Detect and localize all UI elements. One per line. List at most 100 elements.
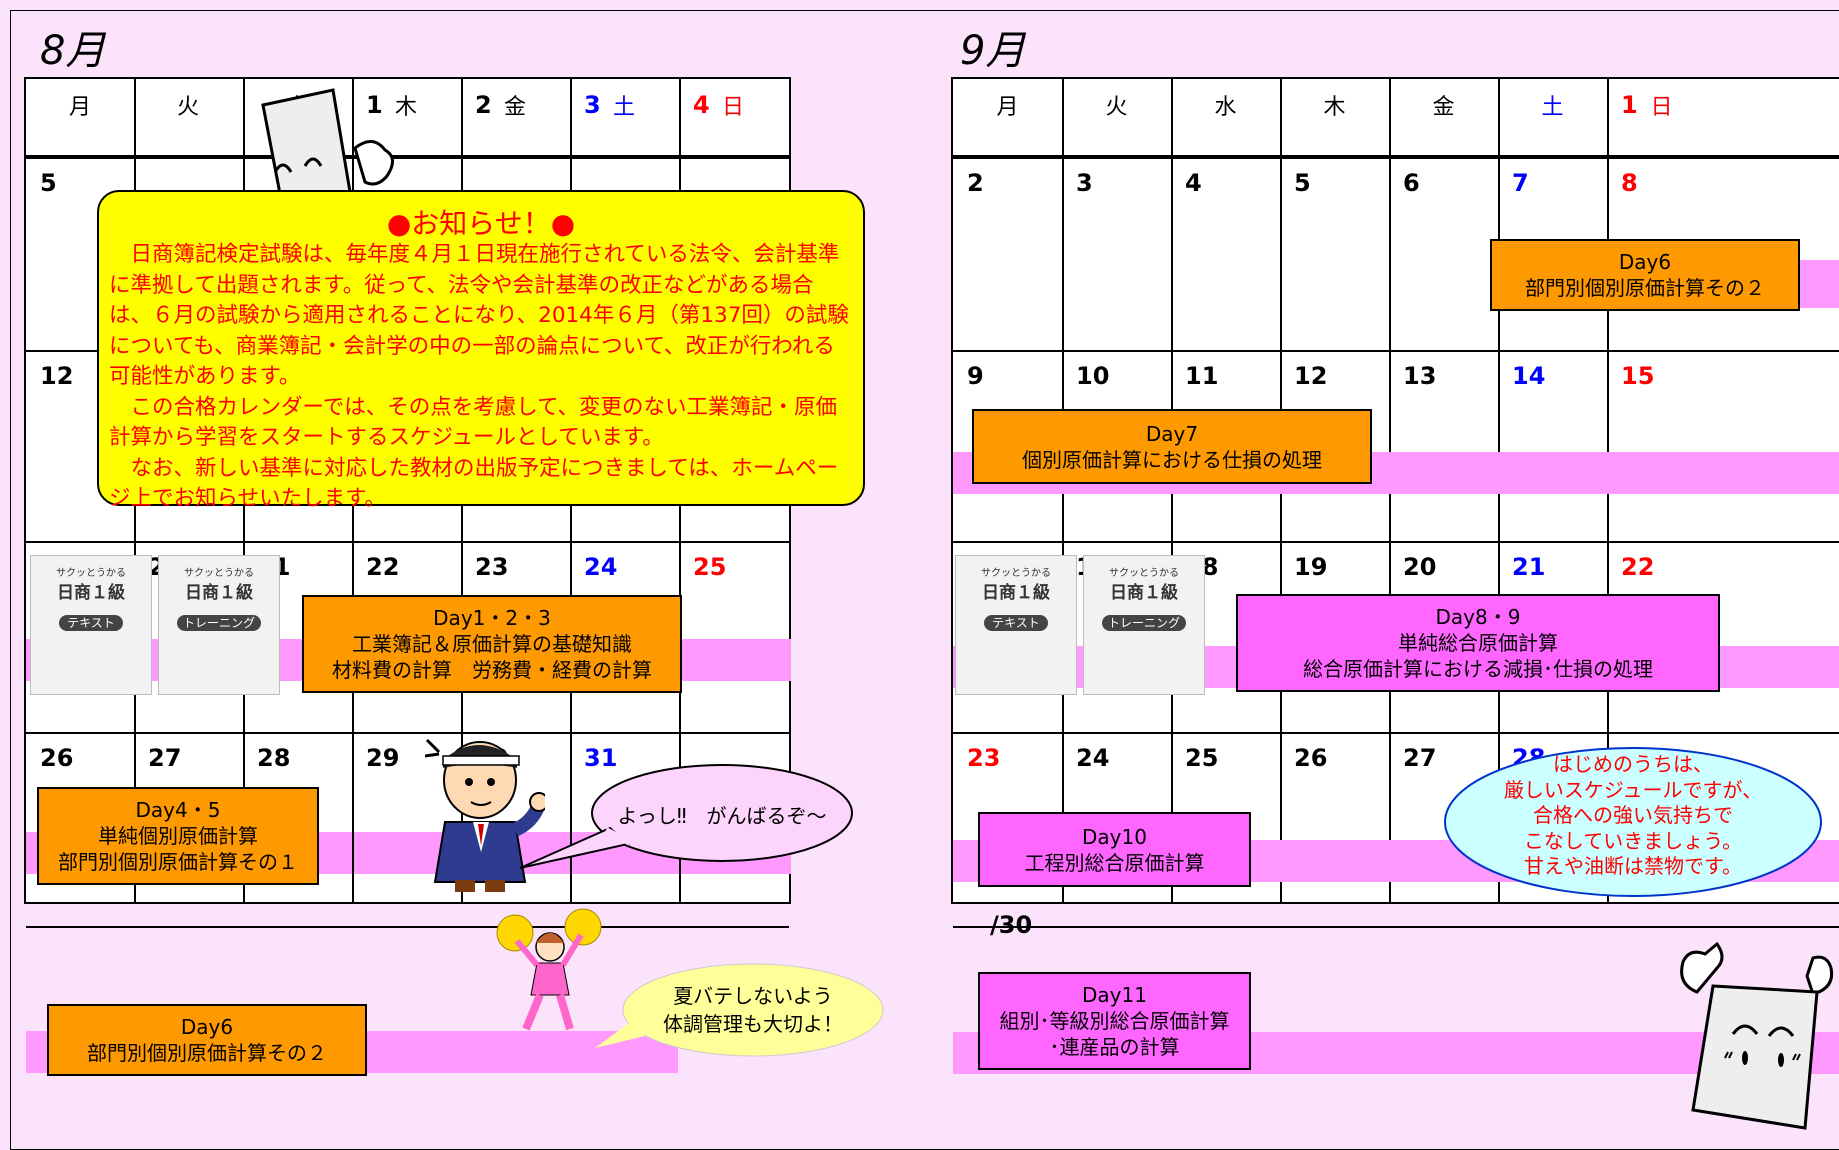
weekday-header: 火	[176, 95, 199, 120]
book-title: 日商１級	[982, 583, 1050, 603]
weekday-header: 土	[1541, 95, 1564, 120]
day-number: 24	[1076, 744, 1110, 772]
weekday-header: 木	[394, 95, 417, 120]
day-number: 23	[967, 744, 1001, 772]
event-day8-9: Day8・9 単純総合原価計算 総合原価計算における減損･仕損の処理	[1236, 594, 1720, 692]
day-number: 25	[1185, 744, 1219, 772]
weekday-header: 木	[1323, 95, 1346, 120]
hajime-text: はじめのうちは、 厳しいスケジュールですが、 合格への強い気持ちで こなしていき…	[1455, 752, 1811, 880]
day-number: 12	[1294, 362, 1328, 390]
day-number: 8	[1621, 169, 1638, 197]
training-book-image: サクッとうかる 日商１級 トレーニング	[1083, 555, 1205, 695]
bubble-line: こなしていきましょう。	[1523, 828, 1743, 853]
row-divider	[953, 157, 1839, 159]
weekday-header: 月	[996, 95, 1019, 120]
cheerleader-icon	[496, 908, 602, 1031]
day-number: 13	[1403, 362, 1437, 390]
speech-bubble	[595, 963, 884, 1057]
businessman-mascot-icon	[425, 738, 545, 892]
bubble-line: はじめのうちは、	[1553, 752, 1713, 776]
day-number: 3	[584, 91, 601, 119]
day-number: 7	[1512, 169, 1529, 197]
weekday-header: 日	[721, 95, 744, 120]
book-title: 日商１級	[57, 583, 125, 603]
event-title: Day6	[180, 1015, 234, 1039]
weekday-header: 土	[612, 95, 635, 120]
book-brand: サクッとうかる	[56, 568, 126, 579]
book-label: テキスト	[59, 615, 123, 631]
row-divider	[953, 350, 1839, 352]
day-number: 25	[693, 553, 727, 581]
event-title: Day6	[1618, 250, 1672, 274]
day-number: 19	[1294, 553, 1328, 581]
textbook-image: サクッとうかる 日商１級 テキスト	[955, 555, 1077, 695]
book-label: テキスト	[984, 615, 1048, 631]
notice-title: ●お知らせ！●	[386, 207, 576, 240]
bubble-line: 体調管理も大切よ！	[663, 1012, 843, 1036]
row-divider	[953, 541, 1839, 543]
event-day10: Day10 工程別総合原価計算	[978, 812, 1251, 887]
weekday-header: 金	[1432, 95, 1455, 120]
event-line: 部門別個別原価計算その２	[1525, 276, 1765, 300]
event-line: ･連産品の計算	[1049, 1035, 1180, 1059]
event-line: 個別原価計算における仕損の処理	[1022, 448, 1322, 472]
day-number: 20	[1403, 553, 1437, 581]
event-title: Day11	[1082, 983, 1147, 1007]
notice-box: ●お知らせ！● 日商簿記検定試験は、毎年度４月１日現在施行されている法令、会計基…	[97, 190, 865, 511]
day-number: 4	[1185, 169, 1202, 197]
day-number: 24	[584, 553, 618, 581]
day-number: 27	[148, 744, 182, 772]
event-day1-3: Day1・2・3 工業簿記＆原価計算の基礎知識 材料費の計算 労務費・経費の計算	[302, 595, 682, 693]
sep-band-week1	[1800, 260, 1839, 308]
book-title: 日商１級	[185, 583, 253, 603]
book-brand: サクッとうかる	[1109, 568, 1179, 579]
day-number: 2	[967, 169, 984, 197]
day-number: 15	[1621, 362, 1655, 390]
book-title: 日商１級	[1110, 583, 1178, 603]
weekday-header: 金	[503, 95, 526, 120]
row-divider	[953, 926, 1839, 928]
bubble-line: 合格への強い気持ちで	[1533, 803, 1733, 827]
event-day7: Day7 個別原価計算における仕損の処理	[972, 409, 1372, 484]
weekday-header: 日	[1650, 95, 1673, 120]
event-title: Day1・2・3	[433, 606, 551, 630]
row-divider	[26, 926, 789, 928]
event-line: 単純個別原価計算	[98, 824, 258, 848]
bubble-line: 夏バテしないよう	[673, 984, 833, 1008]
day-number: 4	[693, 91, 710, 119]
event-title: Day7	[1145, 422, 1199, 446]
paper-mascot-icon	[1680, 941, 1834, 1130]
event-aug-day6: Day6 部門別個別原価計算その２	[47, 1004, 367, 1076]
day-number: 23	[475, 553, 509, 581]
book-brand: サクッとうかる	[184, 568, 254, 579]
book-brand: サクッとうかる	[981, 568, 1051, 579]
event-line: 単純総合原価計算	[1398, 631, 1558, 655]
day-number: 28	[257, 744, 291, 772]
notice-body: 日商簿記検定試験は、毎年度４月１日現在施行されている法令、会計基準に準拠して出題…	[109, 242, 849, 511]
day-number: 5	[40, 169, 57, 197]
event-line: 部門別個別原価計算その２	[87, 1041, 327, 1065]
bubble-line: 厳しいスケジュールですが、	[1503, 777, 1763, 802]
header-divider	[26, 155, 789, 157]
day-number: 6	[1403, 169, 1420, 197]
speech-bubble	[1444, 747, 1822, 897]
row-divider	[26, 157, 789, 159]
natsubate-text: 夏バテしないよう 体調管理も大切よ！	[623, 982, 883, 1038]
event-sep-day6: Day6 部門別個別原価計算その２	[1490, 239, 1800, 311]
day-number: 2	[475, 91, 492, 119]
training-book-image: サクッとうかる 日商１級 トレーニング	[158, 555, 280, 695]
day-number: 29	[366, 744, 400, 772]
bubble-line: 甘えや油断は禁物です。	[1524, 854, 1742, 878]
event-day4-5: Day4・5 単純個別原価計算 部門別個別原価計算その１	[37, 787, 319, 885]
event-day11: Day11 組別･等級別総合原価計算 ･連産品の計算	[978, 972, 1251, 1070]
event-line: 総合原価計算における減損･仕損の処理	[1303, 657, 1653, 681]
day-number: 3	[1076, 169, 1093, 197]
event-title: Day8・9	[1435, 605, 1521, 629]
event-line: 工業簿記＆原価計算の基礎知識	[352, 632, 632, 656]
book-label: トレーニング	[176, 615, 261, 631]
event-title: Day4・5	[135, 798, 221, 822]
day-number: 26	[1294, 744, 1328, 772]
day-number: 26	[40, 744, 74, 772]
ganbaru-text: よっし‼ がんばるぞ〜	[617, 804, 827, 828]
sep-day-30: /30	[990, 911, 1033, 939]
